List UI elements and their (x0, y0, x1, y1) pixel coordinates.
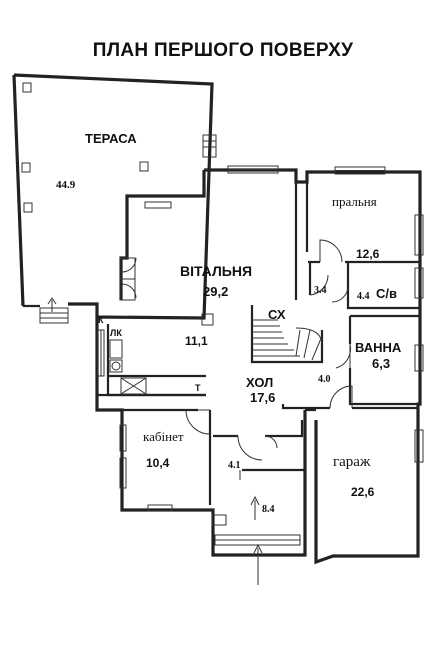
bath-area: 6,3 (372, 356, 390, 371)
entry-area: 8.4 (262, 504, 275, 515)
terrace-outline (12, 73, 217, 324)
laundry-name: пральня (332, 194, 377, 209)
vestibule-area: 4.1 (228, 460, 241, 471)
lk-mark: ЛК (110, 328, 122, 338)
terrace-name: ТЕРАСА (85, 131, 137, 146)
living-name: ВІТАЛЬНЯ (180, 263, 252, 279)
garage-area: 22,6 (351, 485, 375, 499)
door-swings (121, 239, 353, 461)
stairs-mark: СХ (268, 307, 286, 322)
wc-area: 4.4 (357, 291, 370, 302)
garage-name: гараж (333, 454, 371, 470)
windows (97, 165, 424, 512)
house-outer-walls (95, 168, 422, 565)
entrance (211, 470, 301, 585)
t-mark: Т (195, 383, 201, 393)
living-extra-area: 11,1 (185, 334, 208, 348)
hall-small-area: 4.0 (318, 374, 331, 385)
interior-walls (97, 182, 420, 505)
laundry-area: 12,6 (356, 247, 380, 261)
corridor-area: 3.4 (314, 285, 327, 296)
hall-name: ХОЛ (246, 375, 273, 390)
room-labels: ТЕРАСА 44.9 ВІТАЛЬНЯ 29,2 11,1 пральня 1… (56, 131, 402, 515)
terrace-area: 44.9 (56, 179, 76, 191)
living-area: 29,2 (203, 284, 228, 299)
hall-area: 17,6 (250, 390, 275, 405)
wc-name: С/в (376, 286, 397, 301)
bath-name: ВАННА (355, 340, 402, 355)
plan-title: ПЛАН ПЕРШОГО ПОВЕРХУ (92, 40, 354, 61)
office-area: 10,4 (146, 456, 170, 470)
office-name: кабінет (143, 429, 184, 444)
k-mark: К (98, 315, 104, 325)
staircase (250, 305, 324, 364)
